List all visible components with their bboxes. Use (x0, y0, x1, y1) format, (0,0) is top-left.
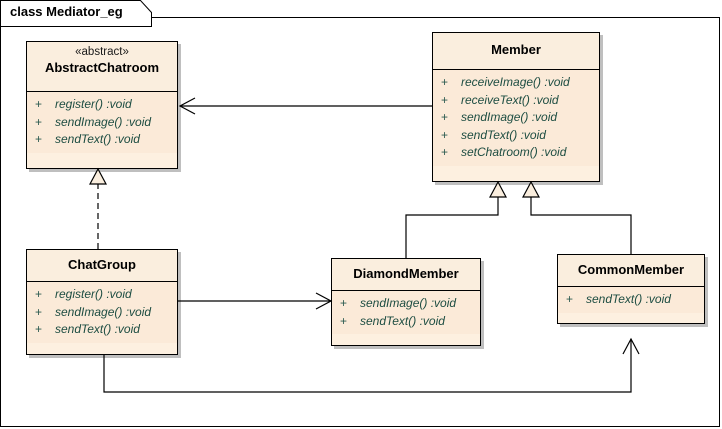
member-signature: sendImage() :void (55, 304, 152, 319)
class-name-abstractchatroom: AbstractChatroom (44, 60, 160, 75)
member-visibility: + (340, 296, 348, 310)
class-stereotype-abstractchatroom: «abstract» (75, 46, 129, 58)
member-signature: register() :void (55, 287, 132, 301)
class-name-chatgroup: ChatGroup (68, 257, 136, 272)
member-visibility: + (566, 292, 574, 306)
member-signature: sendText() :void (360, 313, 445, 328)
member-signature: sendImage() :void (461, 110, 558, 124)
class-member-row: + register() :void (27, 96, 177, 114)
class-box-diamondmember[interactable]: DiamondMember + sendImage() :void + sendTe… (331, 258, 481, 346)
class-members-diamondmember: + sendImage() :void + sendText() :void (332, 291, 480, 334)
member-visibility: + (35, 97, 43, 111)
class-box-chatgroup[interactable]: ChatGroup + register() :void + sendImage()… (26, 249, 178, 355)
class-member-row: + setChatroom() :void (433, 144, 599, 162)
member-signature: sendText() :void (55, 322, 140, 336)
class-header-abstractchatroom: «abstract» AbstractChatroom (27, 42, 177, 92)
class-members-abstractchatroom: + register() :void + sendImage() :void + se… (27, 92, 177, 153)
member-visibility: + (441, 92, 449, 107)
member-visibility: + (35, 322, 43, 336)
class-header-commonmember: CommonMember (558, 255, 704, 287)
member-signature: setChatroom() :void (461, 145, 567, 159)
member-visibility: + (441, 145, 449, 159)
member-signature: sendText() :void (461, 127, 546, 142)
class-member-row: + sendImage() :void (27, 114, 177, 132)
member-visibility: + (441, 75, 449, 89)
class-member-row: + sendText() :void (27, 131, 177, 149)
member-visibility: + (35, 304, 43, 319)
class-members-commonmember: + sendText() :void (558, 287, 704, 313)
member-signature: sendImage() :void (360, 296, 457, 310)
class-name-diamondmember: DiamondMember (353, 266, 459, 281)
class-box-abstractchatroom[interactable]: «abstract» AbstractChatroom + register() … (26, 41, 178, 169)
member-signature: register() :void (55, 97, 132, 111)
diagram-frame-border (0, 17, 720, 427)
class-box-commonmember[interactable]: CommonMember + sendText() :void (557, 254, 705, 324)
class-members-chatgroup: + register() :void + sendImage() :void + se… (27, 282, 177, 343)
class-name-member: Member (491, 42, 541, 57)
member-visibility: + (35, 287, 43, 301)
class-members-member: + receiveImage() :void + receiveText() :vo… (433, 70, 599, 166)
member-visibility: + (35, 132, 43, 146)
class-header-chatgroup: ChatGroup (27, 250, 177, 282)
member-visibility: + (441, 110, 449, 124)
class-member-row: + sendText() :void (332, 313, 480, 331)
class-member-row: + receiveText() :void (433, 92, 599, 110)
class-member-row: + sendText() :void (27, 321, 177, 339)
member-signature: sendImage() :void (55, 114, 152, 129)
class-box-member[interactable]: Member + receiveImage() :void + receiveTex… (432, 32, 600, 182)
class-header-diamondmember: DiamondMember (332, 259, 480, 291)
diagram-title: class Mediator_eg (10, 4, 123, 19)
class-member-row: + register() :void (27, 286, 177, 304)
class-member-row: + sendImage() :void (332, 295, 480, 313)
class-member-row: + sendImage() :void (27, 304, 177, 322)
member-signature: sendText() :void (586, 292, 671, 306)
member-visibility: + (35, 114, 43, 129)
diagram-title-tab: class Mediator_eg (0, 0, 152, 27)
class-name-commonmember: CommonMember (577, 262, 685, 277)
member-signature: sendText() :void (55, 132, 140, 146)
member-visibility: + (340, 313, 348, 328)
class-header-member: Member (433, 33, 599, 70)
member-signature: receiveText() :void (461, 92, 559, 107)
class-member-row: + sendImage() :void (433, 109, 599, 127)
class-member-row: + receiveImage() :void (433, 74, 599, 92)
class-member-row: + sendText() :void (433, 127, 599, 145)
member-visibility: + (441, 127, 449, 142)
member-signature: receiveImage() :void (461, 75, 570, 89)
class-member-row: + sendText() :void (558, 291, 704, 309)
title-tab-shape (0, 0, 152, 27)
